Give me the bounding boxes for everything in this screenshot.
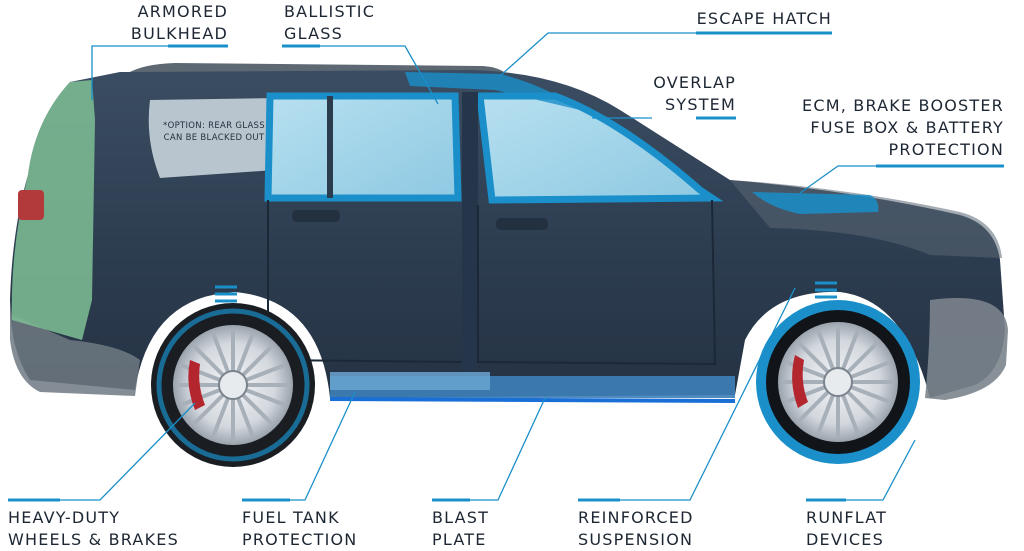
front-suspension-spring [815, 281, 837, 299]
label-line: HEAVY-DUTY [8, 508, 121, 527]
label-line: BALLISTIC [284, 2, 376, 21]
front-bumper [925, 298, 1008, 400]
escape-hatch-highlight [405, 72, 580, 110]
label-suspension: REINFORCED SUSPENSION [578, 507, 694, 551]
armored-bulkhead-highlight [11, 80, 95, 340]
label-ballistic-glass: BALLISTIC GLASS [284, 1, 375, 45]
note-line: CAN BE BLACKED OUT [163, 133, 265, 143]
label-line: FUSE BOX & BATTERY [810, 118, 1004, 137]
label-escape-hatch: ESCAPE HATCH [660, 8, 832, 30]
label-ecm-protection: ECM, BRAKE BOOSTER FUSE BOX & BATTERY PR… [780, 95, 1004, 161]
rear-bumper [10, 300, 140, 396]
fuel-tank-protection [330, 372, 490, 390]
blast-plate-edge [329, 397, 736, 403]
front-door-glass [476, 92, 724, 204]
label-line: BULKHEAD [130, 24, 228, 43]
rear-door-handle [292, 210, 340, 222]
note-line: *OPTION: REAR GLASS [163, 121, 265, 131]
label-line: ESCAPE HATCH [696, 9, 832, 28]
label-line: OVERLAP [653, 73, 736, 92]
label-overlap-system: OVERLAP SYSTEM [620, 72, 736, 116]
front-door-handle [496, 218, 548, 230]
rear-glass-note: *OPTION: REAR GLASS CAN BE BLACKED OUT [156, 120, 272, 144]
label-line: BLAST [432, 508, 490, 527]
label-fuel-tank: FUEL TANK PROTECTION [242, 507, 357, 551]
tail-light [18, 190, 44, 220]
rear-door-glass [264, 92, 462, 202]
label-line: WHEELS & BRAKES [8, 530, 179, 549]
label-line: ECM, BRAKE BOOSTER [802, 96, 1004, 115]
ballistic-glass-leader [282, 45, 439, 105]
label-line: REINFORCED [578, 508, 694, 527]
ecm-protection-panel [752, 192, 879, 214]
rear-suspension-spring [215, 285, 237, 303]
rear-quarter-glass [148, 98, 280, 178]
escape-hatch-leader [499, 32, 832, 77]
label-runflat: RUNFLAT DEVICES [806, 507, 887, 551]
label-wheels-brakes: HEAVY-DUTY WHEELS & BRAKES [8, 507, 179, 551]
label-blast-plate: BLAST PLATE [432, 507, 489, 551]
label-line: SYSTEM [665, 95, 736, 114]
label-line: DEVICES [806, 530, 884, 549]
label-line: ARMORED [137, 2, 228, 21]
b-pillar [462, 92, 478, 392]
label-line: RUNFLAT [806, 508, 888, 527]
label-armored-bulkhead: ARMORED BULKHEAD [110, 1, 228, 45]
vehicle [10, 63, 1008, 467]
label-line: PROTECTION [242, 530, 358, 549]
front-wheel [756, 300, 920, 464]
ecm-leader [799, 165, 1004, 194]
label-line: SUSPENSION [578, 530, 694, 549]
blast-plate-leader [432, 397, 546, 501]
label-line: GLASS [284, 24, 343, 43]
rear-wheel [151, 303, 315, 467]
label-line: PROTECTION [888, 140, 1004, 159]
label-line: PLATE [432, 530, 487, 549]
label-underlines [8, 31, 1004, 502]
label-line: FUEL TANK [242, 508, 340, 527]
